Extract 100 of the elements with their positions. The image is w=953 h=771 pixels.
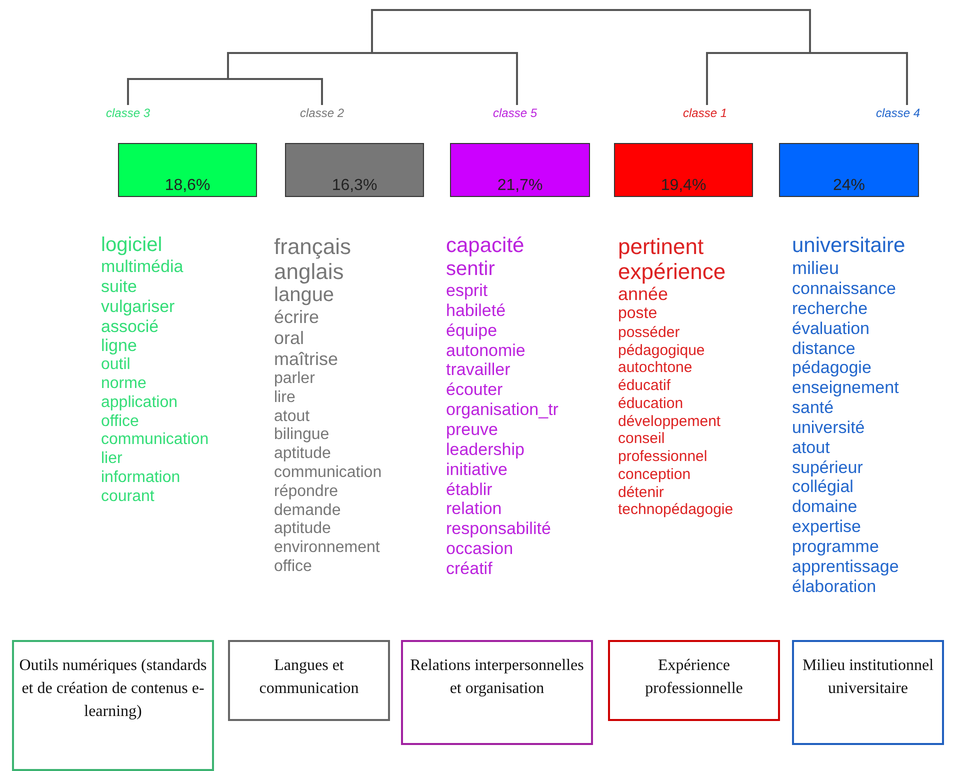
class-word: université: [792, 418, 865, 437]
class-word: élaboration: [792, 578, 876, 596]
category-box: [401, 640, 593, 745]
dendrogram-branch: [371, 9, 591, 105]
class-label: classe 2: [282, 106, 362, 120]
class-word: écouter: [446, 381, 503, 400]
class-word: office: [101, 414, 139, 430]
class-word: développement: [618, 414, 721, 430]
class-word: pédagogique: [618, 342, 705, 358]
class-label: classe 4: [858, 106, 938, 120]
class-word: lire: [274, 390, 296, 406]
class-word: suite: [101, 278, 137, 296]
class-word: pédagogie: [792, 359, 872, 378]
class-word: collégial: [792, 478, 854, 496]
class-word: établir: [446, 480, 492, 498]
class-word: conseil: [618, 431, 665, 448]
class-word: courant: [101, 488, 154, 506]
class-word: pertinent: [618, 235, 704, 258]
class-word: multimédia: [101, 258, 184, 276]
class-word: anglais: [274, 260, 344, 284]
class-word: preuve: [446, 421, 498, 439]
class-word: leadership: [446, 440, 524, 459]
class-word: travailler: [446, 361, 510, 380]
class-word: demande: [274, 502, 341, 520]
class-word: parler: [274, 370, 315, 388]
class-word: norme: [101, 376, 146, 393]
class-word: maîtrise: [274, 350, 338, 369]
class-word: occasion: [446, 540, 514, 558]
class-word: capacité: [446, 235, 524, 258]
class-word: oral: [274, 329, 304, 348]
class-word: supérieur: [792, 458, 863, 476]
class-bar: [779, 143, 919, 197]
class-label: classe 3: [88, 106, 168, 120]
category-label: Outils numériques (standards et de création de contenus e-learning): [18, 656, 208, 722]
class-bar: [450, 143, 590, 197]
class-word: apprentissage: [792, 558, 899, 576]
class-word: communication: [101, 432, 209, 450]
class-word: responsabilité: [446, 520, 551, 538]
percentage-value: 16,3%: [330, 177, 378, 195]
percentage-value: 21,7%: [496, 177, 544, 195]
class-word: application: [101, 394, 178, 412]
class-word: communication: [274, 464, 382, 482]
class-word: distance: [792, 340, 856, 358]
category-label: Langues et communication: [258, 656, 360, 700]
class-word: poste: [618, 306, 658, 323]
class-word: détenir: [618, 484, 664, 500]
class-word: technopédagogie: [618, 502, 734, 518]
class-word: bilingue: [274, 427, 330, 444]
class-word: environnement: [274, 540, 380, 557]
class-word: professionnel: [618, 449, 708, 465]
class-word: office: [274, 558, 312, 576]
class-label: classe 1: [665, 106, 745, 120]
class-word: créatif: [446, 560, 492, 578]
class-word: organisation_tr: [446, 401, 558, 419]
class-word: lier: [101, 451, 122, 468]
class-word: français: [274, 235, 352, 258]
category-box: [608, 640, 780, 721]
category-box: [12, 640, 214, 771]
class-word: langue: [274, 285, 334, 306]
class-word: conception: [618, 466, 691, 483]
class-bar: [118, 143, 257, 197]
class-word: vulgariser: [101, 298, 175, 316]
class-word: santé: [792, 399, 834, 417]
class-word: esprit: [446, 282, 488, 300]
percentage-value: 19,4%: [660, 177, 708, 195]
class-bar: [285, 143, 424, 197]
class-word: atout: [792, 438, 830, 457]
class-word: aptitude: [274, 446, 331, 463]
class-word: initiative: [446, 460, 508, 479]
class-word: universitaire: [792, 235, 906, 258]
class-word: relation: [446, 500, 502, 518]
percentage-value: 18,6%: [164, 177, 212, 195]
class-word: recherche: [792, 300, 868, 318]
class-word: équipe: [446, 322, 498, 340]
class-label: classe 5: [475, 106, 555, 120]
class-word: éducation: [618, 396, 684, 412]
class-word: enseignement: [792, 379, 899, 398]
class-word: posséder: [618, 324, 680, 341]
class-word: évaluation: [792, 320, 870, 338]
class-word: sentir: [446, 259, 495, 280]
class-word: répondre: [274, 484, 338, 500]
class-word: autochtone: [618, 360, 692, 376]
class-word: aptitude: [274, 521, 331, 538]
class-word: domaine: [792, 498, 858, 516]
class-word: expertise: [792, 518, 861, 536]
class-word: outil: [101, 357, 130, 374]
category-label: Milieu institutionnel universitaire: [801, 656, 935, 700]
category-box: [792, 640, 944, 745]
class-word: programme: [792, 538, 879, 556]
class-word: écrire: [274, 308, 320, 328]
class-word: habileté: [446, 302, 506, 320]
category-box: [228, 640, 390, 721]
class-word: connaissance: [792, 280, 896, 298]
class-word: logiciel: [101, 235, 162, 256]
dendrogram-branch: [591, 9, 908, 105]
class-word: année: [618, 285, 668, 304]
category-label: Relations interpersonnelles et organisation: [409, 656, 585, 700]
class-word: information: [101, 470, 180, 487]
class-bar: [614, 143, 753, 197]
class-word: milieu: [792, 259, 840, 278]
